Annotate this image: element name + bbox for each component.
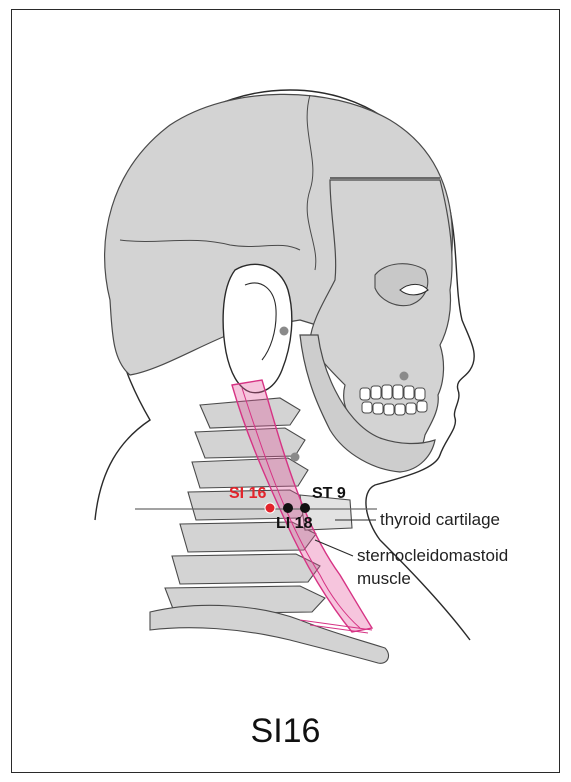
label-si16: SI 16 [229,486,266,502]
caption-title: SI16 [11,712,560,751]
acupoint-si16 [265,503,275,513]
acupoint-st9 [300,503,310,513]
annotation-thyroid-cartilage: thyroid cartilage [380,511,500,528]
annotation-muscle: muscle [357,570,411,587]
annotation-sternocleidomastoid: sternocleidomastoid [357,547,508,564]
acupoint-li18 [283,503,293,513]
label-li18: LI 18 [276,516,312,532]
landmark-dot [280,327,289,336]
landmark-dot [400,372,409,381]
landmark-dot [291,453,300,462]
label-st9: ST 9 [312,486,346,502]
